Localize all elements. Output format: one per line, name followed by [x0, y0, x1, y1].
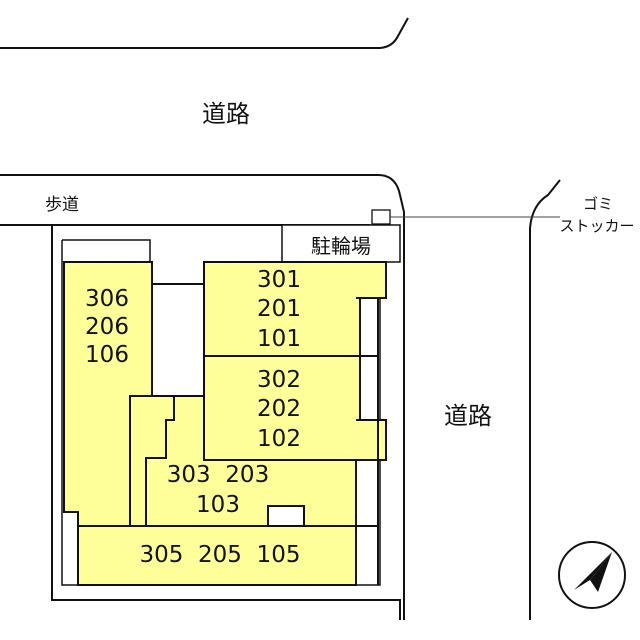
unit-label-305-205-105: 305 205 105	[140, 542, 301, 568]
unit-label-306: 306	[85, 286, 129, 312]
courtyard-outline	[152, 283, 205, 396]
sidewalk-label: 歩道	[45, 195, 79, 215]
road-top-label: 道路	[202, 100, 250, 128]
unit-label-103: 103	[196, 492, 240, 518]
unit-label-101: 101	[257, 326, 301, 352]
garbage-stocker-box	[371, 209, 391, 225]
unit-label-202: 202	[257, 396, 301, 422]
road-right-edge	[529, 179, 561, 620]
bicycle-parking-area	[281, 224, 401, 263]
bicycle-parking-label: 駐輪場	[311, 234, 371, 258]
site-boundary	[51, 224, 401, 620]
road-top-edge	[0, 17, 409, 49]
corridor-right	[356, 297, 379, 585]
unit-label-106: 106	[85, 342, 129, 368]
unit-label-301: 301	[257, 267, 301, 293]
garbage-label-line2: ストッカー	[559, 217, 634, 235]
north-arrow-icon	[558, 541, 626, 609]
garbage-label-line1: ゴミ	[583, 195, 613, 213]
unit-block-305	[77, 525, 357, 586]
unit-label-201: 201	[257, 296, 301, 322]
road-right-label: 道路	[444, 402, 492, 430]
unit-label-303-203: 303 203	[167, 462, 269, 488]
courtyard-step	[129, 396, 175, 528]
unit-label-206: 206	[85, 314, 129, 340]
sidewalk-top-edge	[0, 174, 405, 620]
unit-label-302: 302	[257, 367, 301, 393]
unit-label-102: 102	[257, 426, 301, 452]
